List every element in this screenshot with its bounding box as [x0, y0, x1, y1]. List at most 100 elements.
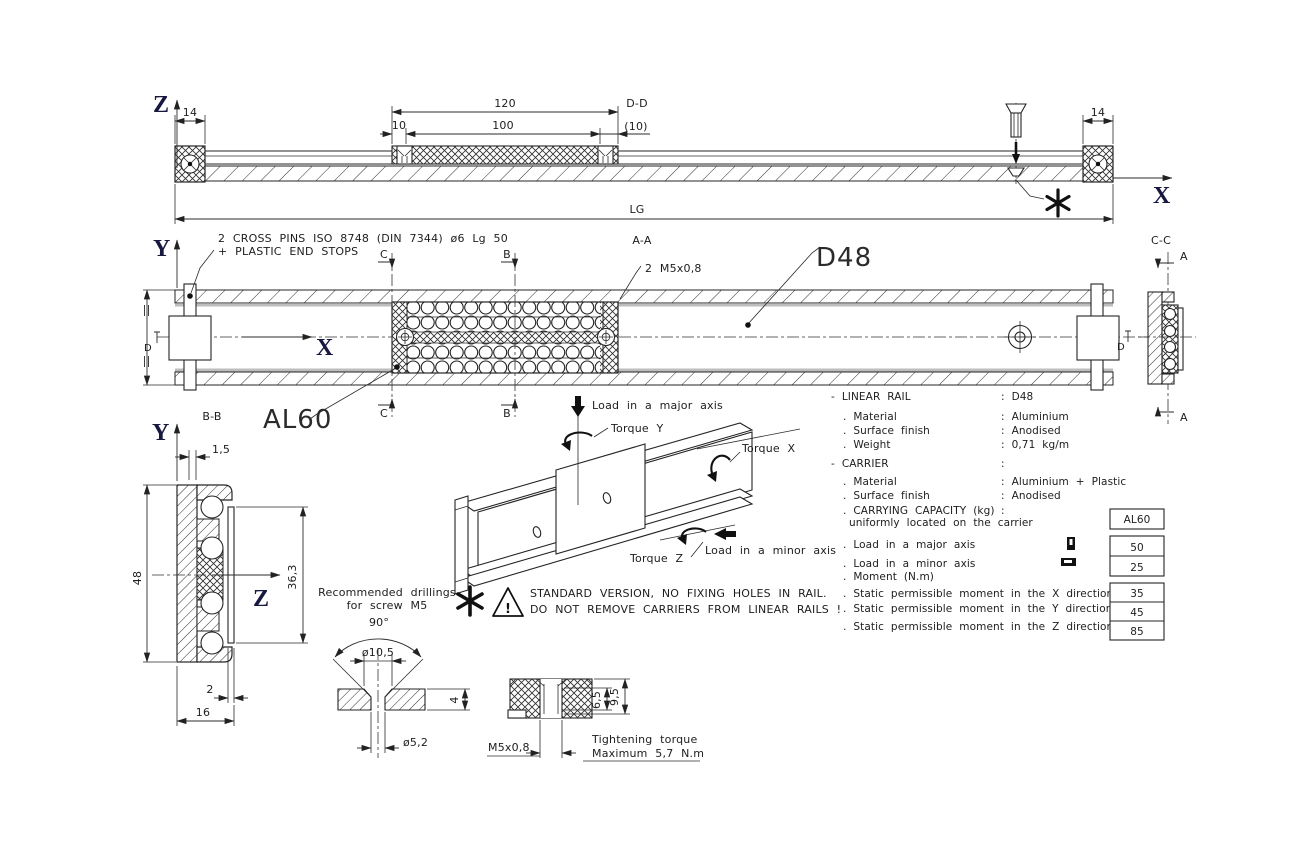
spec-value: : Anodised [1001, 490, 1061, 502]
carrier-screw-hole [395, 327, 415, 347]
drilling-title1: Recommended drillings [318, 586, 456, 599]
drilling-title2: for screw M5 [347, 599, 428, 612]
dim-10: 10 [392, 119, 406, 132]
section-c-top: C [380, 248, 388, 261]
section-label-aa: A-A [632, 234, 651, 247]
screw-icon [1005, 103, 1027, 186]
dim-m5-thread: M5x0,8 [488, 741, 530, 754]
dia-mark-label: D [1117, 342, 1125, 353]
load-major-arrow: Load in a major axis [571, 396, 723, 417]
capacity-moment-y: 45 [1130, 607, 1144, 619]
carrier-front-view [391, 301, 619, 374]
warning-exclamation: ! [505, 602, 511, 617]
tightening-torque-note: Tightening torque Maximum 5,7 N.m [583, 733, 704, 762]
asterisk-callout [1015, 179, 1071, 218]
dimension-48: 48 [131, 484, 176, 663]
torque-z-label: Torque Z [629, 552, 684, 565]
spec-value: : [1001, 505, 1005, 517]
cross-pins-note-line1: 2 CROSS PINS ISO 8748 (DIN 7344) ø6 Lg 5… [218, 232, 508, 245]
y-axis-front: Y [153, 236, 181, 288]
dim-14-right: 14 [1091, 106, 1105, 119]
end-cap-right [1082, 145, 1114, 183]
spec-block: - LINEAR RAIL : D48 . Material : Alumini… [831, 391, 1126, 633]
load-minor-arrow: Load in a minor axis [705, 528, 836, 557]
spec-label: . Surface finish [843, 425, 930, 437]
cross-pin-right [1076, 283, 1120, 391]
dim-100: 100 [492, 119, 514, 132]
spec-label: . Moment (N.m) [843, 571, 934, 583]
spec-label: - LINEAR RAIL [831, 391, 911, 403]
section-line-c: C C [378, 248, 396, 420]
warning-triangle-icon: ! [492, 587, 524, 617]
dia-mark-right: D [1117, 330, 1131, 353]
spec-value: : 0,71 kg/m [1001, 439, 1069, 451]
section-view-cc: C-C A A D [1117, 234, 1196, 424]
carrier-screw-hole [596, 327, 616, 347]
torque-note-line2: Maximum 5,7 N.m [592, 747, 704, 760]
dimension-6-5: 6,5 [564, 687, 612, 711]
rail-callout-d48: D48 [745, 243, 871, 328]
dim-1-5: 1,5 [212, 443, 230, 456]
load-major-orientation-icon [1067, 537, 1075, 550]
dimension-9-5: 9,5 [564, 678, 630, 715]
warning-line2: DO NOT REMOVE CARRIERS FROM LINEAR RAILS… [530, 603, 841, 616]
capacity-load-major: 50 [1130, 542, 1144, 554]
section-b-top: B [503, 248, 511, 261]
spec-value: : Anodised [1001, 425, 1061, 437]
y-axis-label: Y [153, 236, 170, 262]
dimension-10-100: 10 100 (10) [380, 119, 650, 138]
cross-pins-note: 2 CROSS PINS ISO 8748 (DIN 7344) ø6 Lg 5… [190, 232, 508, 294]
bb-profile [152, 484, 235, 663]
dia-mark-left: D [144, 343, 152, 354]
dimension-dia-5-2: ø5,2 [357, 648, 428, 758]
torque-note-line1: Tightening torque [591, 733, 697, 746]
y-axis-label: Y [152, 420, 169, 446]
x-axis-label: X [1153, 183, 1171, 209]
load-minor-orientation-icon [1061, 558, 1076, 566]
warning-note: ! STANDARD VERSION, NO FIXING HOLES IN R… [456, 585, 841, 617]
torque-x-label: Torque X [741, 442, 796, 455]
dim-2: 2 [206, 683, 213, 696]
dimension-lg: LG [174, 184, 1114, 224]
spec-value: : Aluminium + Plastic [1001, 476, 1126, 488]
top-view-dd-section: 14 120 10 100 (10) D-D 14 LG [153, 92, 1173, 224]
dimension-120: 120 [391, 97, 619, 144]
section-line-b: B B [501, 248, 519, 420]
spec-label: . Static permissible moment in the Y dir… [843, 603, 1112, 615]
carrier-top-view [391, 145, 619, 165]
end-cap-left [174, 145, 206, 183]
section-a-top: A [1180, 250, 1188, 263]
x-axis-front: X [242, 333, 334, 361]
load-major-label: Load in a major axis [592, 399, 723, 412]
dim-6-5: 6,5 [590, 691, 603, 709]
dim-36-3: 36,3 [286, 564, 299, 589]
dim-4: 4 [448, 696, 461, 703]
dim-90deg: 90° [369, 616, 389, 629]
dimension-4: 4 [427, 688, 470, 711]
section-b-bottom: B [503, 407, 511, 420]
dim-dia-5-2: ø5,2 [403, 736, 428, 749]
dimension-1-5: 1,5 [175, 443, 230, 480]
asterisk-icon [1045, 188, 1071, 218]
spec-label: . Material [843, 476, 897, 488]
capacity-header: AL60 [1124, 514, 1151, 526]
spec-label: uniformly located on the carrier [849, 517, 1033, 529]
spec-label: . Surface finish [843, 490, 930, 502]
spec-label: . Static permissible moment in the X dir… [843, 588, 1113, 600]
dim-48: 48 [131, 571, 144, 585]
section-label-dd: D-D [626, 97, 648, 110]
capacity-moment-x: 35 [1130, 588, 1144, 600]
section-view-bb: B-B Y Z 1,5 [131, 410, 308, 726]
carrier-callout-al60: AL60 [263, 364, 400, 435]
torque-y-label: Torque Y [610, 422, 664, 435]
cc-profile [1138, 291, 1196, 385]
carrier-label-al60: AL60 [263, 405, 332, 435]
spec-value: : [1001, 458, 1005, 470]
dim-120: 120 [494, 97, 516, 110]
section-a-bottom: A [1180, 411, 1188, 424]
dim-lg: LG [629, 203, 644, 216]
dimension-14-right: 14 [1082, 106, 1114, 144]
z-axis-bb: Z [212, 571, 281, 612]
